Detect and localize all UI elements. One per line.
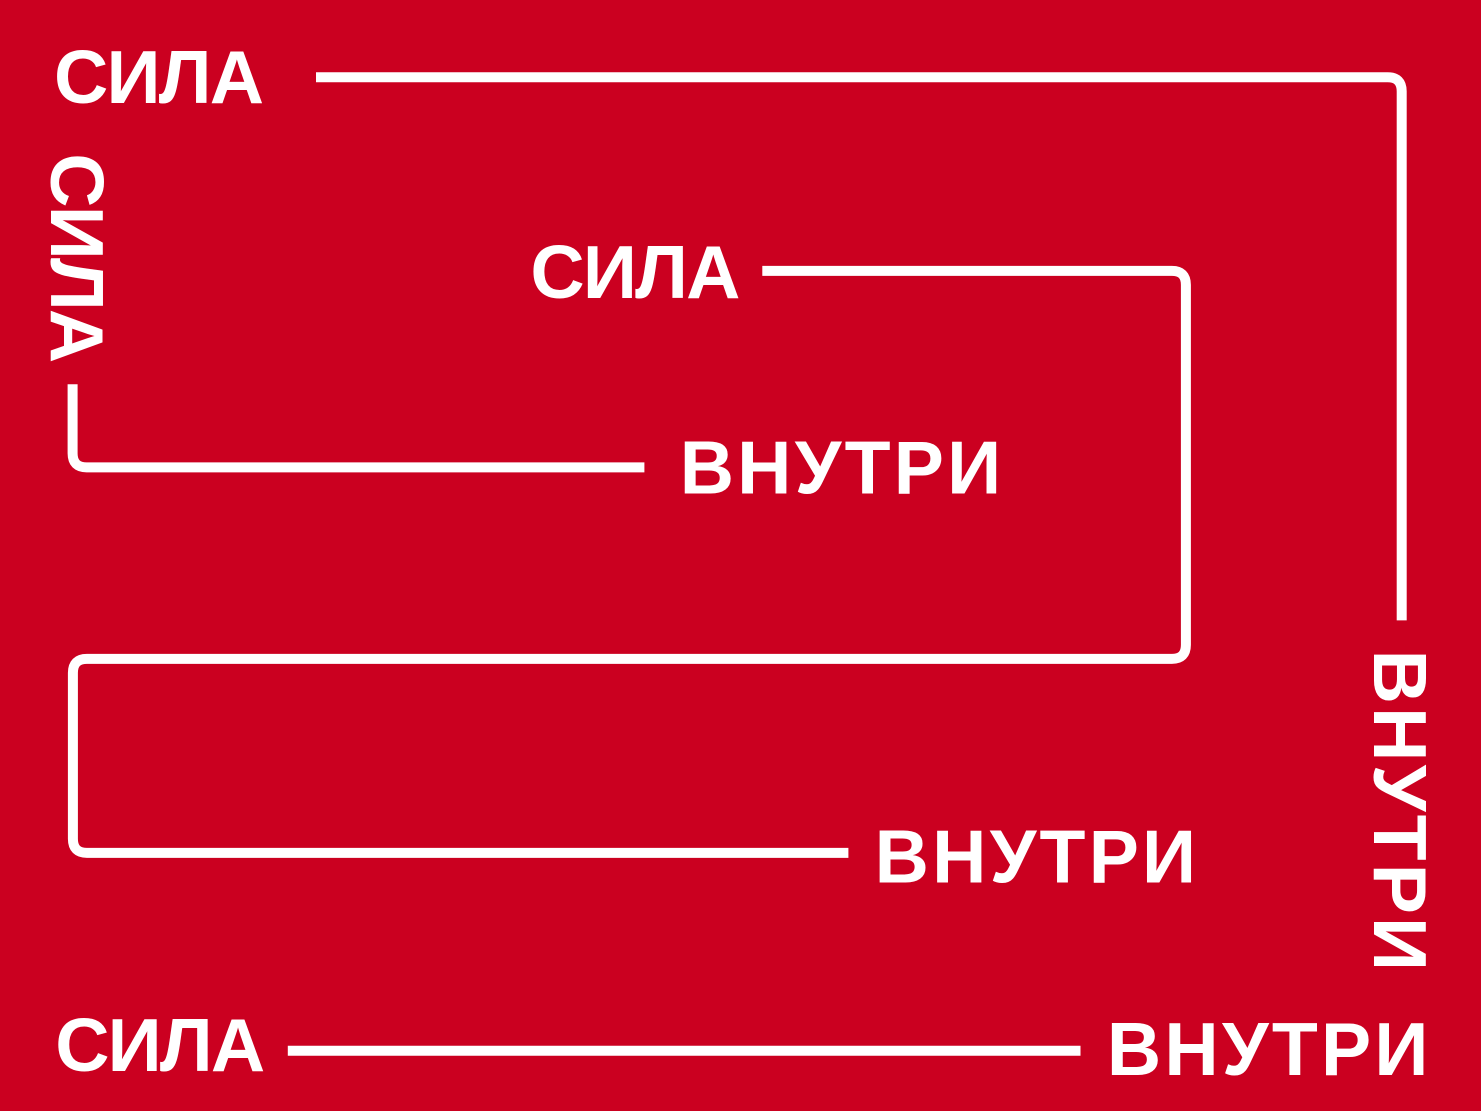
svg-text:СИЛА: СИЛА: [54, 35, 263, 119]
svg-text:ВНУТРИ: ВНУТРИ: [1107, 1007, 1432, 1091]
svg-text:СИЛА: СИЛА: [35, 153, 119, 362]
svg-text:ВНУТРИ: ВНУТРИ: [1358, 650, 1442, 975]
svg-text:ВНУТРИ: ВНУТРИ: [680, 426, 1005, 510]
svg-text:СИЛА: СИЛА: [55, 1003, 264, 1087]
svg-text:СИЛА: СИЛА: [530, 230, 739, 314]
svg-text:ВНУТРИ: ВНУТРИ: [875, 815, 1200, 899]
